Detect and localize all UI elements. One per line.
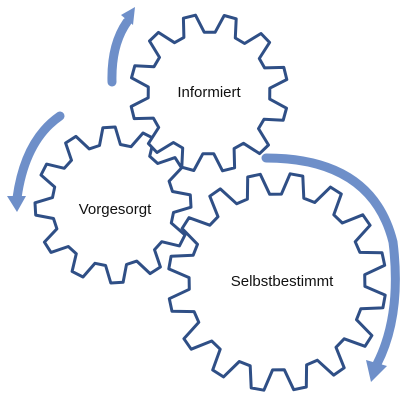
gear-label-informiert: Informiert: [177, 84, 241, 101]
curved-arrow-icon: [12, 111, 65, 203]
gear-label-vorgesorgt: Vorgesorgt: [79, 201, 152, 218]
arrow-head-icon: [121, 7, 135, 25]
gear-label-selbstbestimmt: Selbstbestimmt: [231, 273, 334, 290]
cycle-arrows: [7, 7, 400, 382]
gear-informiert: [129, 13, 289, 173]
curved-arrow-icon: [107, 17, 132, 87]
gear-selbstbestimmt: [167, 172, 387, 392]
curved-arrow-icon: [261, 153, 400, 369]
gear-vorgesorgt: [33, 125, 193, 285]
gears: [33, 13, 387, 392]
arrow-head-icon: [7, 196, 26, 212]
arrow-head-icon: [366, 360, 387, 382]
